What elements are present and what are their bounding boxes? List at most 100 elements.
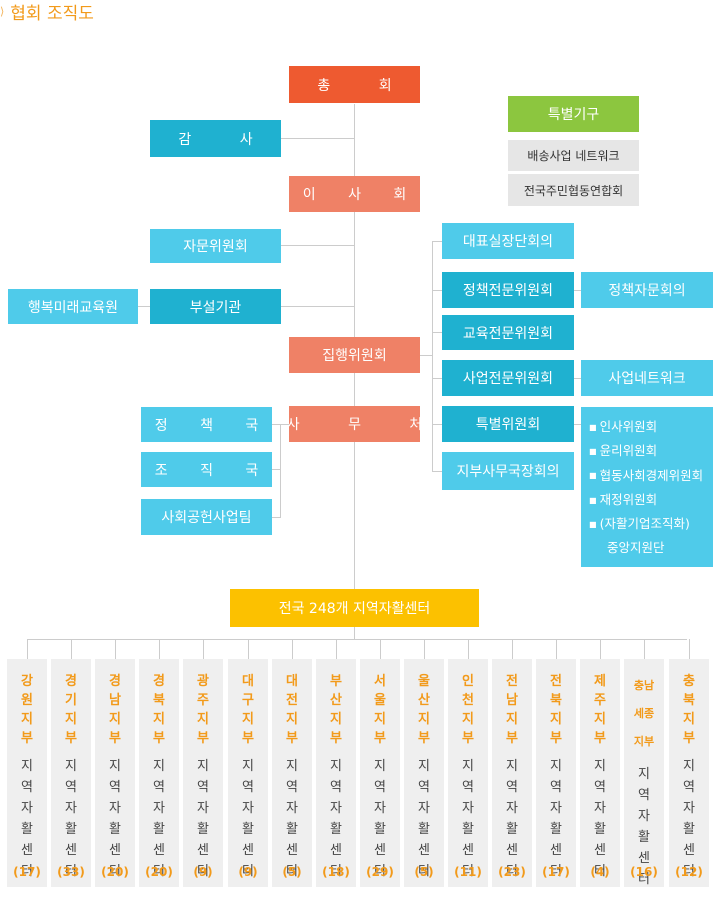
branch-name: 경기지부 xyxy=(65,674,77,746)
committees-vertical-line xyxy=(432,241,433,471)
committee-business: 사업전문위원회 xyxy=(442,360,574,396)
audit-box: 감 사 xyxy=(150,120,281,157)
advisory-committee-box: 자문위원회 xyxy=(150,229,281,263)
branch-tick xyxy=(292,639,293,659)
branch-name: 강원지부 xyxy=(21,674,33,746)
branch-count: (16) xyxy=(630,865,658,879)
branch-count: (9) xyxy=(193,865,213,879)
branch-name: 대전지부 xyxy=(286,674,298,746)
branch-center-label: 지역자활센터 xyxy=(550,759,562,879)
dept-social-contribution-box: 사회공헌사업팀 xyxy=(141,499,272,535)
branch-tick xyxy=(159,639,160,659)
list-item: ■윤리위원회 xyxy=(589,443,658,459)
branch-tick xyxy=(556,639,557,659)
branch-count: (17) xyxy=(13,865,41,879)
line-centers-down xyxy=(354,627,355,639)
line-audit xyxy=(281,138,355,139)
dept-organization-box: 조 직 국 xyxy=(141,452,272,487)
list-item-continued: 중앙지원단 xyxy=(607,540,665,556)
branch-center-label: 지역자활센터 xyxy=(374,759,386,879)
page-title-wrap: ⟩ 협회 조직도 xyxy=(0,0,94,24)
branch-name: 충남세종지부 xyxy=(633,679,655,748)
branch-tick xyxy=(424,639,425,659)
branch-count: (11) xyxy=(454,865,482,879)
branch-tick xyxy=(248,639,249,659)
branch-name: 경남지부 xyxy=(109,674,121,746)
special-committees-list: ■인사위원회 ■윤리위원회 ■협동사회경제위원회 ■재정위원회 ■(자활기업조직… xyxy=(581,407,713,567)
line-d3 xyxy=(272,517,280,518)
list-item: ■협동사회경제위원회 xyxy=(589,467,704,483)
regional-centers-box: 전국 248개 지역자활센터 xyxy=(230,589,479,627)
special-org-item-2: 전국주민협동연합회 xyxy=(508,174,639,206)
branch-tick xyxy=(468,639,469,659)
branch-center-label: 지역자활센터 xyxy=(21,759,33,879)
list-item: ■(자활기업조직화) xyxy=(589,516,690,531)
line-special-list xyxy=(574,424,581,425)
branch-center-label: 지역자활센터 xyxy=(594,759,606,879)
branch-name: 대구지부 xyxy=(242,674,254,746)
committee-education: 교육전문위원회 xyxy=(442,315,574,350)
line-c2 xyxy=(432,290,442,291)
general-assembly-box: 총 회 xyxy=(289,66,420,103)
branch-name: 울산지부 xyxy=(418,674,430,746)
affiliate-child-box: 행복미래교육원 xyxy=(8,289,138,324)
branch-tick xyxy=(27,639,28,659)
branch-count: (5) xyxy=(414,865,434,879)
affiliate-box: 부설기관 xyxy=(150,289,281,324)
branch-name: 제주지부 xyxy=(594,674,606,746)
branch-center-label: 지역자활센터 xyxy=(197,759,209,879)
branch-name: 충북지부 xyxy=(683,674,695,746)
line-affiliate-child xyxy=(138,306,150,307)
line-c3 xyxy=(432,332,442,333)
branch-tick xyxy=(115,639,116,659)
branch-tick xyxy=(644,639,645,659)
line-c6 xyxy=(432,471,442,472)
line-business-network xyxy=(574,378,581,379)
line-d1 xyxy=(272,424,280,425)
branch-center-label: 지역자활센터 xyxy=(330,759,342,879)
branch-center-label: 지역자활센터 xyxy=(638,767,650,887)
policy-council-box: 정책자문회의 xyxy=(581,272,713,308)
branch-center-label: 지역자활센터 xyxy=(506,759,518,879)
branch-tick xyxy=(71,639,72,659)
branch-tick xyxy=(600,639,601,659)
branch-center-label: 지역자활센터 xyxy=(418,759,430,879)
line-c4 xyxy=(432,378,442,379)
branch-count: (18) xyxy=(322,865,350,879)
branch-count: (20) xyxy=(145,865,173,879)
branch-count: (9) xyxy=(238,865,258,879)
branch-center-label: 지역자활센터 xyxy=(109,759,121,879)
branch-count: (12) xyxy=(675,865,703,879)
branch-count: (20) xyxy=(101,865,129,879)
branch-name: 서울지부 xyxy=(374,674,386,746)
executive-committee-box: 집행위원회 xyxy=(289,337,420,373)
branch-tick xyxy=(689,639,690,659)
line-affiliate xyxy=(281,306,355,307)
branch-count: (17) xyxy=(542,865,570,879)
depts-vertical-line xyxy=(280,424,281,518)
line-sec-depts xyxy=(280,424,289,425)
branch-tick xyxy=(336,639,337,659)
list-item: ■인사위원회 xyxy=(589,419,658,434)
branch-count: (23) xyxy=(498,865,526,879)
committee-policy: 정책전문위원회 xyxy=(442,272,574,308)
branch-name: 부산지부 xyxy=(330,674,342,746)
branch-count: (29) xyxy=(366,865,394,879)
branch-center-label: 지역자활센터 xyxy=(683,759,695,879)
list-item: ■재정위원회 xyxy=(589,491,658,507)
line-advisory xyxy=(281,245,355,246)
line-exec-committees xyxy=(420,355,432,356)
branch-count: (4) xyxy=(590,865,610,879)
line-c1 xyxy=(432,241,442,242)
branch-tick xyxy=(380,639,381,659)
